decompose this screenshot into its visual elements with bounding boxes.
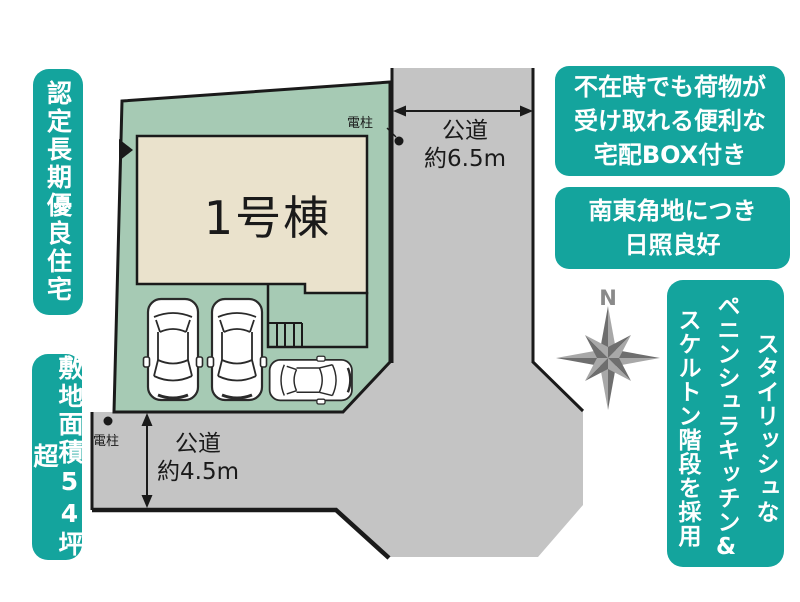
road-surface xyxy=(92,68,583,557)
callout-delivery-box-line1: 不在時でも荷物が xyxy=(574,73,766,101)
utility-pole-label-top: 電柱 xyxy=(347,116,374,131)
callout-kitchen-stairs-col3: スケルトン階段を採用 xyxy=(674,307,700,548)
road-left-label: 公道 約4.5m xyxy=(148,430,248,486)
entrance-marker-icon xyxy=(119,139,133,161)
callout-kitchen-stairs-col2: ペニンシュラキッチン& xyxy=(713,294,739,561)
utility-pole-leader-line xyxy=(386,127,397,138)
road-curb-lines xyxy=(92,507,391,560)
road-top-name: 公道 xyxy=(442,118,488,144)
callout-kitchen-stairs-col1: スタイリッシュな xyxy=(752,331,778,524)
callout-delivery-box: 不在時でも荷物が 受け取れる便利な 宅配BOX付き xyxy=(555,66,785,176)
road-edge-lines xyxy=(90,68,585,510)
building-label: 1号棟 xyxy=(203,191,332,245)
callout-lot-area: 敷地面積54坪超 xyxy=(30,354,84,560)
callout-corner-lot: 南東角地につき 日照良好 xyxy=(555,187,790,269)
car-top-view-1 xyxy=(142,297,204,402)
callout-kitchen-stairs: スタイリッシュな ペニンシュラキッチン& スケルトン階段を採用 xyxy=(667,280,784,567)
road-width-arrow-left xyxy=(141,413,153,508)
building-1-outline xyxy=(135,134,369,295)
utility-pole-dot-top xyxy=(394,136,404,146)
callout-delivery-box-line3: 宅配BOX付き xyxy=(593,141,747,169)
road-left-name: 公道 xyxy=(175,431,221,457)
approach-outline xyxy=(266,285,369,349)
car-top-view-3 xyxy=(268,355,354,406)
car-top-view-2 xyxy=(206,297,268,402)
compass-north-label: N xyxy=(599,286,617,310)
callout-delivery-box-line2: 受け取れる便利な xyxy=(574,107,766,135)
road-top-width: 約6.5m xyxy=(424,146,506,172)
callout-corner-lot-line2: 日照良好 xyxy=(624,231,721,259)
road-top-label: 公道 約6.5m xyxy=(398,117,532,173)
entrance-steps xyxy=(268,322,303,347)
callout-certified-housing-text: 認定長期優良住宅 xyxy=(43,80,73,304)
callout-kitchen-stairs-text: スタイリッシュな ペニンシュラキッチン& スケルトン階段を採用 xyxy=(667,294,784,561)
compass-rose-icon xyxy=(556,306,660,410)
road-left-width: 約4.5m xyxy=(157,459,239,485)
callout-corner-lot-line1: 南東角地につき xyxy=(588,197,757,225)
callout-certified-housing: 認定長期優良住宅 xyxy=(33,69,83,315)
utility-pole-dot-bottom xyxy=(103,416,113,426)
road-width-arrow-top xyxy=(393,105,533,117)
callout-lot-area-text: 敷地面積54坪超 xyxy=(30,355,84,559)
utility-pole-label-bottom: 電柱 xyxy=(93,434,120,449)
